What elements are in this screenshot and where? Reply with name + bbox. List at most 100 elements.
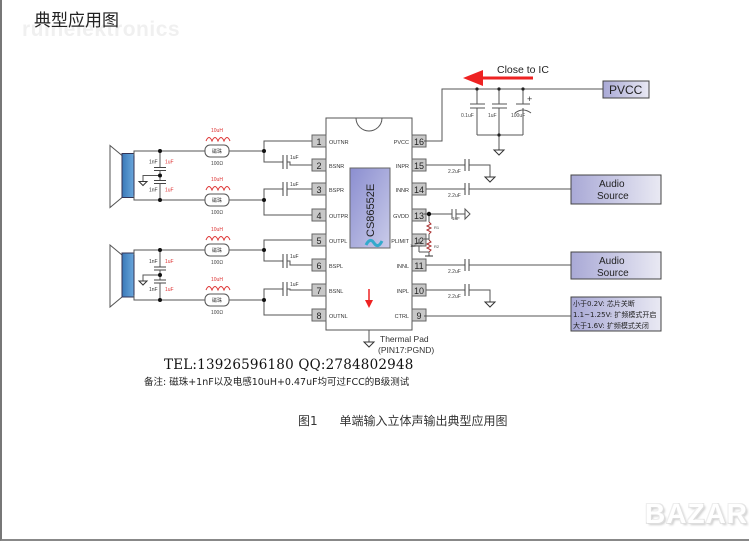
cap-polarity: + [527, 94, 532, 104]
pin-box [411, 208, 427, 222]
red-arrow-icon [365, 289, 373, 308]
pin-name: BSNR [329, 164, 344, 170]
pin-number: 16 [414, 137, 424, 147]
pin-number: 11 [414, 261, 423, 271]
speaker-icon [109, 243, 123, 309]
wire [263, 140, 312, 151]
wire [287, 161, 312, 166]
cap-label-1uf: 1uF [488, 113, 497, 119]
pin-number: 7 [316, 286, 321, 296]
speaker-magnet [121, 153, 135, 198]
plimit-cap-label: 1uF [410, 243, 417, 248]
ctrl-note-line: 小于0.2V: 芯片关断 [573, 299, 635, 308]
pin-name: BSPL [329, 264, 343, 270]
cap-1uf-label: 1uF [165, 160, 174, 166]
junction-dot [158, 273, 162, 277]
wire [133, 295, 205, 301]
pin-name: PLIMIT [391, 239, 409, 245]
wire [263, 239, 312, 250]
audio-source-line1: Audio [599, 256, 625, 267]
pin-name: INPL [397, 289, 409, 295]
inductor-icon [205, 186, 231, 192]
wire [287, 288, 312, 291]
wire [263, 151, 283, 163]
page-title: 典型应用图 [34, 11, 119, 31]
pin-number: 14 [414, 185, 424, 195]
pin-name: BSPR [329, 188, 344, 194]
inductor-label: 10uH [211, 227, 223, 233]
junction-dot [158, 173, 162, 178]
pin-number: 10 [414, 286, 424, 296]
pin-name: BSNL [329, 289, 343, 295]
gvdd-cap-label: 1uF [452, 216, 460, 221]
pin-number: 6 [316, 261, 321, 271]
pin-name: CTRL [395, 314, 409, 320]
inductor-icon [205, 137, 231, 143]
bead-label: 磁珠 [212, 148, 222, 155]
cap-1nf-label: 1nF [149, 160, 158, 166]
cap-1uf-label: 1uF [165, 287, 174, 293]
r2-label: R2 [434, 244, 440, 249]
thermal-pad-label: Thermal Pad [380, 334, 429, 344]
chip-logo-icon [364, 238, 384, 248]
wire [142, 274, 160, 281]
cap-1nf-label: 1nF [149, 287, 158, 293]
pin-box [411, 308, 427, 322]
ic-part-number: CS86552E [365, 184, 377, 237]
cap-1uf-label: 1uF [165, 259, 174, 265]
input-cap-label: 2.2uF [448, 294, 461, 300]
pin-number: 15 [414, 161, 424, 171]
audio-source-line2: Source [597, 268, 629, 279]
pin-number: 1 [316, 137, 321, 147]
pin-name: OUTPL [329, 239, 347, 245]
cap-1nf-label: 1nF [149, 259, 158, 265]
junction-dot [158, 248, 162, 252]
bootstrap-cap-label: 1uF [290, 254, 299, 260]
wire [142, 175, 160, 182]
wire [469, 289, 491, 302]
pvcc-box [602, 80, 650, 99]
pin-number: 8 [316, 311, 321, 321]
cap-1uf-label: 1uF [165, 188, 174, 194]
wire [133, 195, 205, 201]
pin-name: INPR [396, 164, 409, 170]
bead-value-label: 100Ω [211, 260, 223, 266]
wire [263, 250, 283, 262]
contact-info: TEL:13926596180 QQ:2784802948 [164, 357, 414, 373]
pin-number: 13 [414, 211, 424, 221]
audio-source-line1: Audio [599, 179, 625, 190]
ground-icon [137, 181, 149, 187]
ctrl-note-line: 1.1~1.25V: 扩频模式开启 [573, 310, 656, 319]
cap-1nf-label: 1nF [149, 188, 158, 194]
bead-label: 磁珠 [212, 197, 222, 204]
close-to-ic-label: Close to IC [497, 64, 549, 76]
wire [263, 188, 283, 200]
pin-name: INNR [396, 188, 409, 194]
ground-icon [483, 176, 497, 183]
junction-dot [262, 198, 266, 202]
decoupling-caps [470, 89, 532, 150]
ic-die [349, 167, 391, 249]
bead-label: 磁珠 [212, 247, 222, 254]
pin-name: OUTNL [329, 314, 348, 320]
junction-dot [262, 298, 266, 302]
ground-icon [137, 280, 149, 286]
remark-note: 备注: 磁珠+1nF以及电感10uH+0.47uF均可过FCC的B级测试 [144, 377, 410, 388]
speaker-magnet [121, 252, 135, 298]
pin-number: 4 [316, 211, 321, 221]
ctrl-note-line: 大于1.6V: 扩频模式关闭 [573, 321, 649, 330]
bootstrap-cap-label: 1uF [290, 282, 299, 288]
audio-source-line2: Source [597, 191, 629, 202]
input-cap-label: 2.2uF [448, 193, 461, 199]
wire [263, 300, 312, 316]
figure-caption: 图1 单端输入立体声输出典型应用图 [298, 412, 525, 429]
pin-number: 2 [316, 161, 321, 171]
speaker-icon [109, 144, 123, 209]
watermark: ruinelektronics [22, 18, 181, 41]
inductor-icon [205, 286, 231, 292]
junction-dot [158, 298, 162, 302]
bead-label: 磁珠 [212, 297, 222, 304]
ground-icon [492, 149, 506, 156]
